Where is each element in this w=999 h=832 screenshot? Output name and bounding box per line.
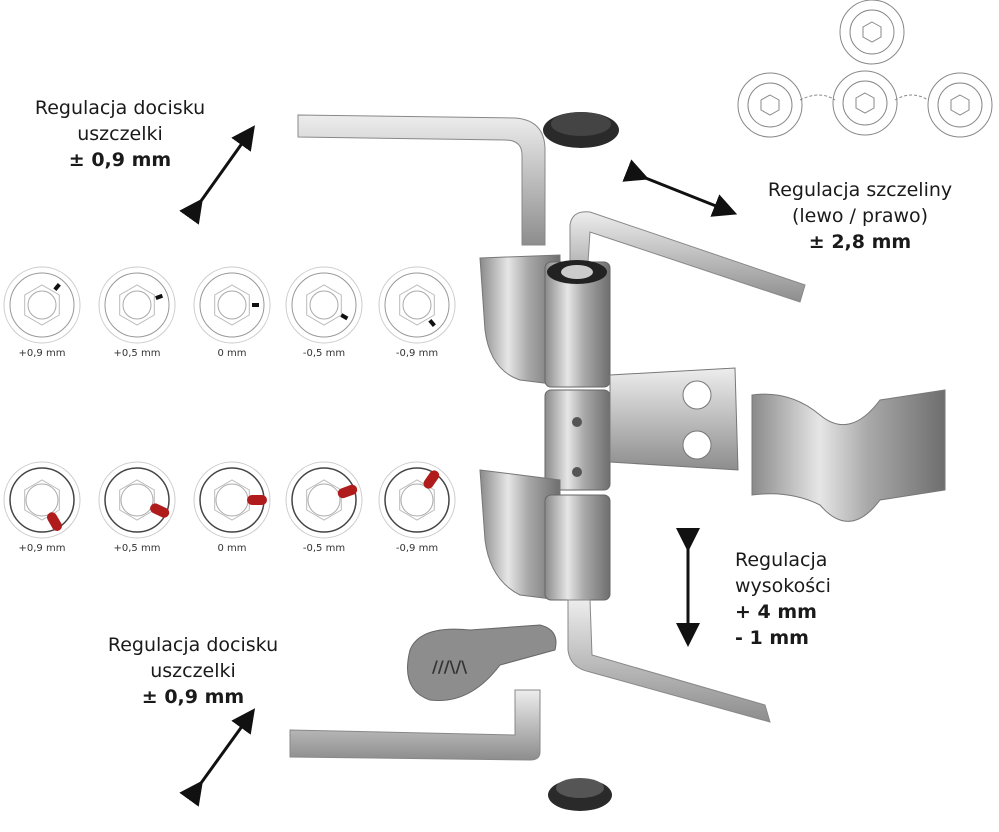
red-marker — [247, 495, 267, 505]
dial-label: 0 mm — [217, 543, 247, 554]
label-value: ± 0,9 mm — [141, 686, 245, 708]
black-marker — [155, 293, 164, 301]
label-line: Regulacja docisku — [34, 97, 206, 119]
adjustment-dial — [285, 461, 363, 539]
adjustment-dial — [3, 461, 81, 539]
allen-key-top-right — [569, 211, 806, 303]
label-seal-adjustment-top: Regulacja docisku uszczelki ± 0,9 mm — [10, 95, 230, 173]
label-line: Regulacja docisku — [107, 634, 279, 656]
allen-key-bottom-left — [289, 689, 541, 761]
hinge-upper-wing — [479, 254, 561, 386]
label-gap-adjustment: Regulacja szczeliny (lewo / prawo) ± 2,8… — [740, 177, 980, 255]
hinge-frame-plate — [609, 367, 739, 471]
hinge-barrel-bottom — [544, 494, 611, 601]
red-marker — [423, 470, 440, 489]
arrow-bottom-left — [179, 708, 256, 807]
label-seal-adjustment-bottom: Regulacja docisku uszczelki ± 0,9 mm — [83, 632, 303, 710]
adjustment-dial — [378, 461, 456, 539]
dial-label: +0,5 mm — [113, 348, 161, 359]
adjustment-dial — [98, 266, 176, 344]
label-value: - 1 mm — [735, 627, 809, 649]
label-value: ± 0,9 mm — [68, 149, 172, 171]
arrow-top-right — [622, 159, 738, 217]
allen-key-top-left — [297, 114, 546, 246]
svg-text:///\/\: ///\/\ — [432, 657, 467, 676]
label-value: ± 2,8 mm — [808, 231, 912, 253]
label-line: uszczelki — [77, 123, 163, 145]
adjustment-dial — [378, 266, 456, 344]
dial-label: -0,9 mm — [395, 543, 439, 554]
dial-label: +0,9 mm — [18, 543, 66, 554]
label-value: + 4 mm — [735, 601, 817, 623]
black-marker — [428, 319, 436, 327]
dial-label: -0,5 mm — [302, 348, 346, 359]
label-line: uszczelki — [150, 660, 236, 682]
label-height-adjustment: Regulacja wysokości + 4 mm - 1 mm — [735, 547, 935, 651]
adjustment-dial — [3, 266, 81, 344]
dial-label: 0 mm — [217, 348, 247, 359]
black-marker — [53, 283, 61, 291]
allen-key-bottom-right — [567, 599, 771, 723]
label-line: wysokości — [735, 575, 831, 597]
dial-label: +0,5 mm — [113, 543, 161, 554]
adjustment-dial — [193, 461, 271, 539]
dial-label: -0,5 mm — [302, 543, 346, 554]
hinge-cover — [751, 389, 946, 522]
red-marker — [47, 512, 62, 531]
label-line: (lewo / prawo) — [791, 205, 929, 227]
black-marker — [340, 313, 349, 321]
dial-label: -0,9 mm — [395, 348, 439, 359]
adjustment-dial — [285, 266, 363, 344]
adjustment-tool — [407, 624, 557, 702]
red-marker — [150, 503, 170, 518]
arrow-top-left — [179, 125, 255, 225]
label-line: Regulacja szczeliny — [767, 179, 953, 201]
black-marker — [252, 303, 259, 307]
hinge-lower-wing — [479, 469, 561, 601]
dial-label: +0,9 mm — [18, 348, 66, 359]
gap-adjustment-diagram — [737, 0, 993, 138]
label-line: Regulacja — [735, 549, 828, 571]
adjustment-dial — [98, 461, 176, 539]
adjustment-dial — [193, 266, 271, 344]
red-marker — [337, 484, 358, 499]
